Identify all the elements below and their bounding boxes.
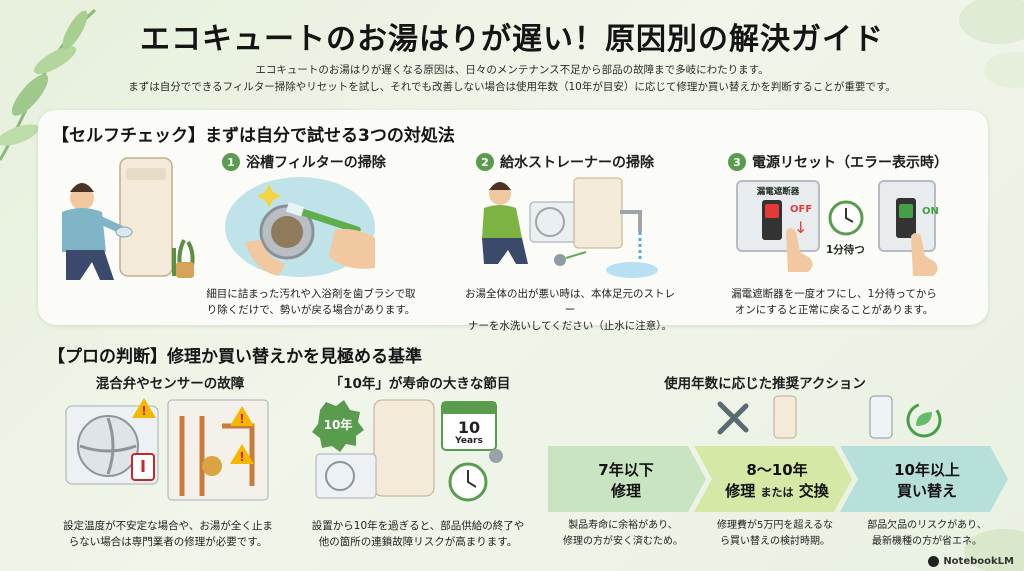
stage-3-desc-line2: 最新機種の方が省エネ。 (872, 536, 982, 547)
step-1-number: 1 (222, 153, 240, 171)
person-cleaning-illustration (62, 157, 195, 280)
stage-3-desc-line1: 部品欠品のリスクがあり、 (867, 520, 987, 531)
step-1-label: 浴槽フィルターの掃除 (246, 155, 386, 171)
notebooklm-logo-icon (928, 556, 940, 567)
tools-icon (717, 401, 749, 435)
breaker-on-panel (878, 180, 936, 252)
breaker-off-panel: 漏電遮断器 OFF ↓ (736, 180, 820, 252)
pro-heading: 【プロの判断】修理か買い替えかを見極める基準 (48, 347, 422, 367)
lifespan-desc-line1: 設置から10年を過ぎると、部品供給の終了や (311, 520, 525, 532)
new-heater-icon (869, 395, 893, 439)
stage-2-desc-line1: 修理費が5万円を超えるな (716, 520, 834, 531)
valve-title: 混合弁やセンサーの故障 (95, 376, 245, 392)
stage-1-description: 製品寿命に余裕があり、 修理の方が安く済むため。 (548, 518, 698, 550)
stage-2-action-mid: または (760, 486, 794, 499)
strainer-cleaning-illustration (482, 177, 658, 278)
calendar-number: 10 (457, 418, 481, 437)
stage-2-description: 修理費が5万円を超えるな ら買い替えの検討時期。 (700, 518, 850, 550)
step-3-desc-line1: 漏電遮断器を一度オフにし、1分待ってから (731, 288, 937, 300)
stage-2-desc-line2: ら買い替えの検討時期。 (720, 536, 830, 547)
valve-description: 設定温度が不安定な場合や、お湯が全く止ま らない場合は専門業者の修理が必要です。 (48, 518, 288, 550)
page-subtitle-line1: エコキュートのお湯はりが遅くなる原因は、日々のメンテナンス不足から部品の故障まで… (255, 64, 769, 76)
valve-sensor-illustration: ! ! ! (65, 398, 269, 501)
stage-2-action: 修理 または 交換 (725, 480, 829, 501)
step-3-label: 電源リセット（エラー表示時） (752, 155, 948, 171)
stage-1-period: 7年以下 (598, 461, 654, 479)
lifespan-title: 「10年」が寿命の大きな節目 (329, 376, 511, 392)
lifespan-illustration (312, 399, 503, 502)
clock-icon (828, 200, 864, 236)
action-title: 使用年数に応じた推奨アクション (664, 376, 866, 392)
off-label: OFF (790, 204, 813, 215)
bath-filter-brush-illustration (225, 177, 375, 277)
stage-3-period: 10年以上 (894, 461, 960, 479)
hand-pointing-icon (786, 228, 813, 272)
stage-2-period: 8〜10年 (746, 461, 808, 479)
water-heater-icon (773, 395, 797, 439)
lifespan-description: 設置から10年を過ぎると、部品供給の終了や 他の箇所の連鎖故障リスクが高まります… (298, 518, 538, 550)
brand-name: NotebookLM (943, 556, 1014, 567)
brand-badge: NotebookLM (928, 556, 1014, 567)
step-2-number: 2 (476, 153, 494, 171)
valve-desc-line2: らない場合は専門業者の修理が必要です。 (68, 536, 268, 548)
hand-pointing-icon-2 (911, 233, 938, 276)
page-subtitle-line2: まずは自分でできるフィルター掃除やリセットを試し、それでも改善しない場合は使用年… (128, 81, 896, 93)
stage-1-desc-line1: 製品寿命に余裕があり、 (568, 520, 678, 531)
step-2-title: 2 給水ストレーナーの掃除 (476, 152, 654, 172)
step-3-desc-line2: オンにすると正常に戻ることがあります。 (734, 304, 934, 316)
step-1-desc-line2: り除くだけで、勢いが戻る場合があります。 (206, 304, 416, 316)
calendar-unit: Years (455, 436, 483, 446)
action-timeline-arrows (548, 446, 1008, 512)
step-1-desc-line1: 細目に詰まった汚れや入浴剤を歯ブラシで取 (206, 288, 416, 300)
stage-2: 8〜10年 修理 または 交換 (702, 448, 852, 512)
ten-year-badge: 10年 (323, 418, 353, 432)
stage-3: 10年以上 買い替え (852, 448, 1002, 512)
stage-2-action-b: 交換 (798, 482, 829, 500)
lifespan-desc-line2: 他の箇所の連鎖故障リスクが高まります。 (318, 536, 518, 548)
stage-1-action: 修理 (610, 482, 641, 500)
step-2-desc-line1: お湯全体の出が悪い時は、本体足元のストレー (465, 288, 675, 316)
breaker-on-switch (896, 198, 916, 238)
step-3-title: 3 電源リセット（エラー表示時） (728, 152, 948, 172)
stage-3-action: 買い替え (896, 482, 957, 500)
svg-text:!: ! (239, 412, 244, 426)
step-3-description: 漏電遮断器を一度オフにし、1分待ってから オンにすると正常に戻ることがあります。 (724, 286, 944, 318)
breaker-off-switch (762, 200, 782, 240)
stage-1-desc-line2: 修理の方が安く済むため。 (563, 536, 683, 547)
down-arrow-icon: ↓ (794, 218, 808, 237)
svg-text:!: ! (239, 450, 244, 464)
on-label: ON (922, 206, 939, 217)
eco-leaf-icon (906, 402, 942, 438)
breaker-label: 漏電遮断器 (756, 187, 800, 197)
valve-desc-line1: 設定温度が不安定な場合や、お湯が全く止ま (63, 520, 273, 532)
step-3-number: 3 (728, 153, 746, 171)
stage-2-action-a: 修理 (725, 482, 756, 500)
stage-1: 7年以下 修理 (556, 448, 696, 512)
step-2-desc-line2: ナーを水洗いしてください（止水に注意）。 (467, 320, 673, 332)
stage-3-description: 部品欠品のリスクがあり、 最新機種の方が省エネ。 (852, 518, 1002, 550)
step-2-label: 給水ストレーナーの掃除 (500, 155, 654, 171)
step-2-description: お湯全体の出が悪い時は、本体足元のストレー ナーを水洗いしてください（止水に注意… (460, 286, 680, 334)
self-check-heading: 【セルフチェック】まずは自分で試せる3つの対処法 (52, 126, 455, 146)
page-title: エコキュートのお湯はりが遅い！原因別の解決ガイド (140, 22, 884, 57)
wait-label: 1分待つ (826, 244, 865, 256)
step-1-title: 1 浴槽フィルターの掃除 (222, 152, 386, 172)
svg-text:!: ! (141, 404, 146, 418)
step-1-description: 細目に詰まった汚れや入浴剤を歯ブラシで取 り除くだけで、勢いが戻る場合があります… (206, 286, 416, 318)
